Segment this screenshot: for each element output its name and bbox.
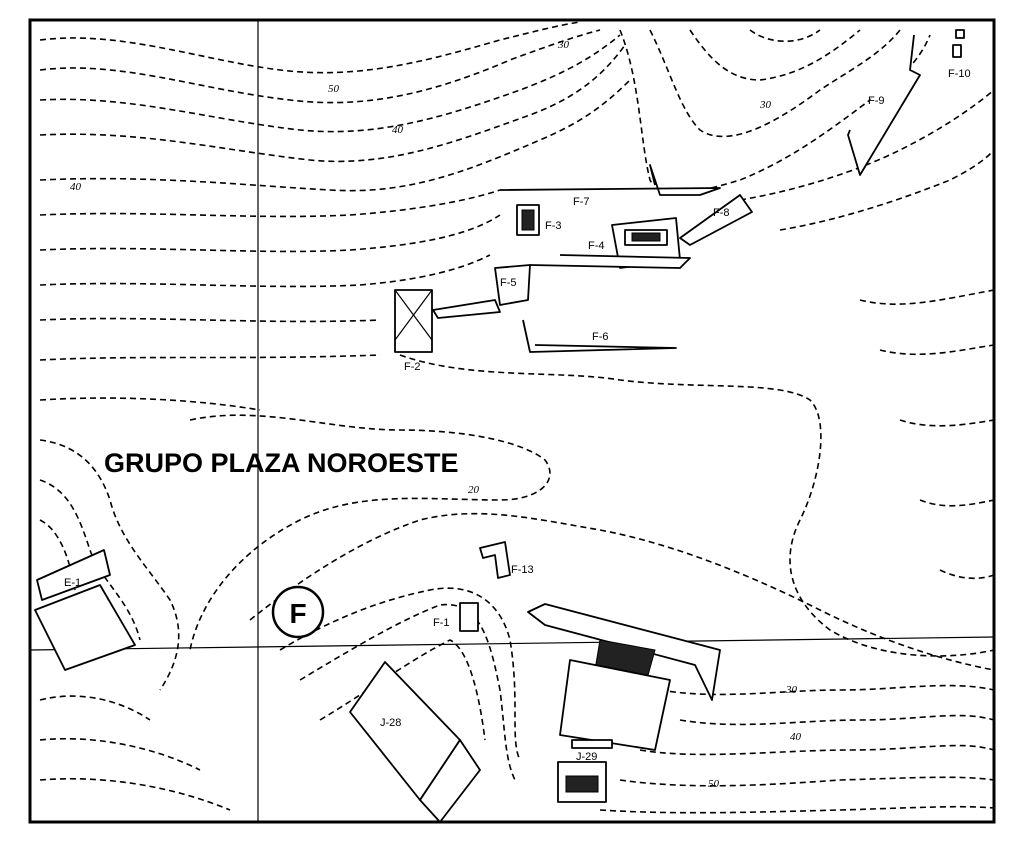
contour-label: 20	[468, 484, 480, 496]
contour-line	[739, 89, 995, 201]
label-f2: F-2	[404, 361, 421, 373]
structure-f13	[479, 541, 511, 579]
contour-line	[639, 744, 995, 756]
contour-line	[39, 439, 180, 691]
contour-line	[189, 414, 551, 651]
structure-f5-outline	[494, 264, 531, 306]
label-j29: J-29	[576, 751, 597, 763]
label-f9: F-9	[868, 95, 885, 107]
contour-line	[39, 254, 491, 288]
label-f5: F-5	[500, 277, 517, 289]
structure-f3-inner	[521, 209, 535, 231]
structure-f1	[459, 602, 479, 632]
structure-j29-terrace	[559, 659, 671, 751]
contour-line	[649, 29, 901, 138]
structure-j28-ramp	[419, 739, 481, 823]
structure-j29	[527, 603, 721, 803]
contour-line	[299, 603, 516, 781]
contour-line	[899, 419, 995, 427]
structure-f7-outline	[499, 164, 721, 196]
structure-j29-core	[565, 775, 599, 793]
structure-e1	[34, 549, 136, 671]
contour-line	[39, 189, 501, 218]
structure-f9	[847, 34, 921, 176]
contour-line	[939, 569, 995, 580]
label-f8: F-8	[713, 207, 730, 219]
contour-line	[39, 479, 141, 641]
label-e1: E-1	[64, 577, 81, 589]
contour-line	[39, 354, 381, 361]
structure-f6-outline	[522, 319, 677, 353]
structure-e1-outline	[36, 549, 111, 601]
contour-line	[39, 695, 151, 721]
structure-e1-base	[34, 584, 136, 671]
structure-f3	[516, 204, 540, 236]
structure-f10	[952, 29, 965, 58]
structure-j28	[349, 661, 481, 823]
label-f3: F-3	[545, 220, 562, 232]
contour-line	[599, 805, 995, 814]
structure-f6	[522, 319, 677, 353]
contour-line	[249, 512, 995, 671]
structure-f2	[394, 289, 433, 353]
label-f1: F-1	[433, 617, 450, 629]
structure-f9-outline	[847, 34, 921, 176]
group-badge-text: F	[289, 598, 306, 629]
structure-f2-outline	[394, 289, 433, 353]
structure-f13-outline	[479, 541, 511, 579]
structure-f8	[679, 194, 753, 246]
group-badge-circle	[271, 585, 325, 639]
contour-label: 50	[328, 83, 340, 95]
contour-line	[39, 21, 581, 74]
contour-line	[39, 79, 631, 192]
contour-label: 30	[557, 39, 570, 51]
contour-line	[39, 34, 621, 133]
contour-line	[689, 29, 861, 81]
structure-j29-platform	[527, 603, 721, 701]
map-title: GRUPO PLAZA NOROESTE	[104, 448, 459, 478]
structure-f8-outline	[679, 194, 753, 246]
structure-f5-wall	[529, 254, 691, 269]
structure-f4	[611, 217, 681, 269]
contour-line	[399, 354, 995, 657]
map-frame	[28, 18, 996, 824]
label-f13: F-13	[511, 564, 534, 576]
contour-line	[879, 344, 995, 356]
contour-line	[859, 289, 995, 305]
contour-line	[39, 737, 201, 771]
label-f6: F-6	[592, 331, 609, 343]
contour-line	[39, 29, 601, 104]
structure-f4-core	[631, 232, 661, 242]
contour-label: 40	[392, 124, 404, 136]
contour-lines	[39, 21, 995, 814]
contour-line	[319, 639, 486, 741]
contour-line	[779, 149, 995, 231]
contour-line	[39, 44, 626, 163]
structure-f5	[432, 254, 691, 319]
contour-line	[39, 317, 381, 323]
structure-j29-base	[571, 739, 613, 749]
contour-line	[39, 777, 231, 811]
contour-label: 40	[70, 181, 82, 193]
contour-line	[279, 587, 521, 761]
contour-label: 40	[790, 731, 802, 743]
structure-f5-ramp	[432, 299, 501, 319]
label-j28: J-28	[380, 717, 401, 729]
contour-label: 30	[785, 684, 798, 696]
contour-line	[679, 714, 995, 726]
structure-f2-diagonal	[394, 289, 433, 341]
structure-f10-outline	[952, 44, 962, 58]
contour-label: 30	[759, 99, 772, 111]
label-f10: F-10	[948, 68, 971, 80]
group-badge: F	[271, 585, 325, 639]
structure-f7	[499, 164, 721, 196]
contour-label: 50	[708, 778, 720, 790]
structure-f1-outline	[459, 602, 479, 632]
structure-f10-outline	[955, 29, 965, 39]
label-f4: F-4	[588, 240, 605, 252]
contour-line	[619, 776, 995, 787]
label-f7: F-7	[573, 196, 590, 208]
